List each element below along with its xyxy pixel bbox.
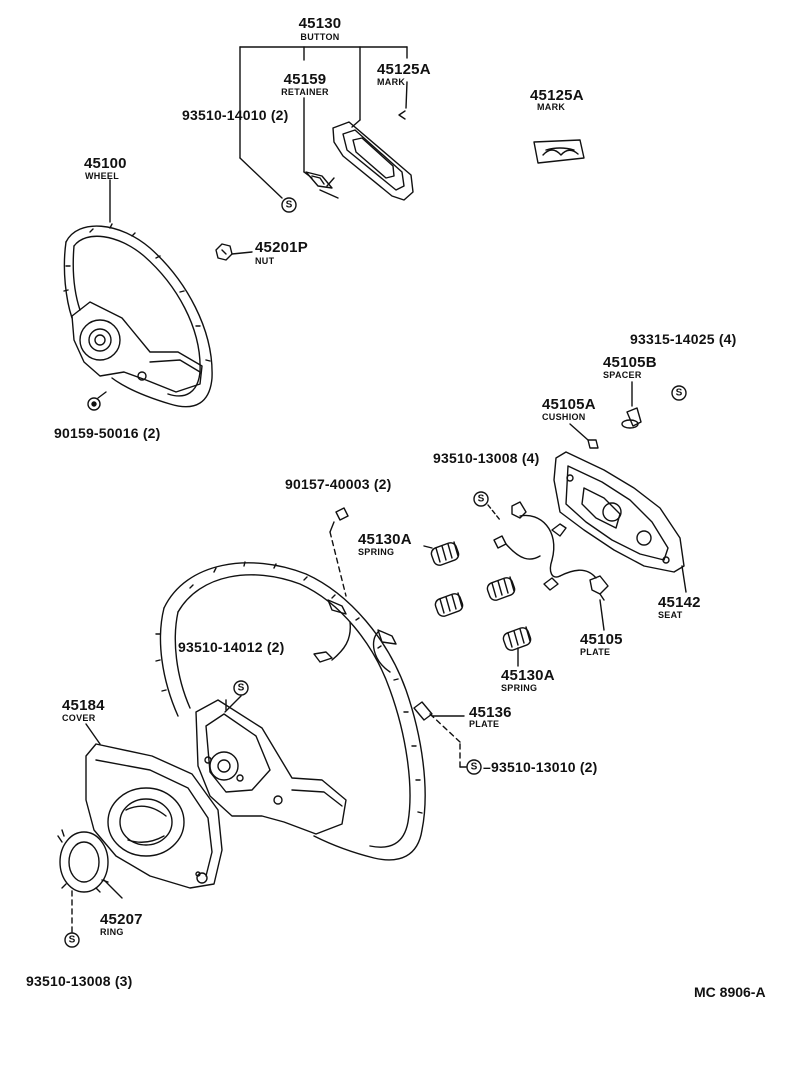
cushion-number-label: 45105A <box>542 396 596 413</box>
mark-a-number-label: 45125A <box>377 61 431 78</box>
ring-number-label: 45207 <box>100 911 143 928</box>
button-leader-lines <box>239 46 408 199</box>
spring-a-name-label: SPRING <box>358 547 395 557</box>
button-number-label: 45130 <box>298 15 342 32</box>
screw-glyph: S <box>286 200 293 211</box>
screw-13008-4-label: 93510-13008 (4) <box>433 450 540 466</box>
plate-45105-number-label: 45105 <box>580 631 623 648</box>
lower-wheel-part <box>155 561 426 861</box>
screw-symbol-14010 <box>281 197 297 213</box>
button-part <box>332 121 414 201</box>
screw-14025-label: 93315-14025 (4) <box>630 331 737 347</box>
screw-symbol-14025 <box>671 385 687 401</box>
spacer-part <box>621 381 642 429</box>
cover-name-label: COVER <box>62 713 96 723</box>
screw-40003-part <box>329 507 349 597</box>
bolt-50016-label: 90159-50016 (2) <box>54 425 161 441</box>
plate-wire-part <box>493 501 609 631</box>
cover-number-label: 45184 <box>62 697 105 714</box>
screw-symbol-14012 <box>224 680 249 713</box>
seat-name-label: SEAT <box>658 610 683 620</box>
ring-name-label: RING <box>100 927 124 937</box>
cushion-part <box>569 423 599 449</box>
seat-number-label: 45142 <box>658 594 701 611</box>
dash-prefix: – <box>483 759 491 775</box>
plate-45136-name-label: PLATE <box>469 719 500 729</box>
spring-b-name-label: SPRING <box>501 683 538 693</box>
spacer-number-label: 45105B <box>603 354 657 371</box>
spring-part-2 <box>434 592 464 617</box>
plate-45136-part <box>413 701 465 721</box>
button-name-label: BUTTON <box>300 32 340 42</box>
label-leaders <box>109 179 227 711</box>
spring-part-1 <box>430 541 460 566</box>
screw-glyph: S <box>478 494 485 505</box>
screw-40003-label: 90157-40003 (2) <box>285 476 392 492</box>
upper-wheel-part <box>63 223 213 408</box>
plate-45105-name-label: PLATE <box>580 647 611 657</box>
screw-13008-3-label: 93510-13008 (3) <box>26 973 133 989</box>
wheel-number-label: 45100 <box>84 155 127 172</box>
spring-a-number-label: 45130A <box>358 531 412 548</box>
nut-part <box>215 243 253 261</box>
mark-a-name-label: MARK <box>377 77 406 87</box>
spring-b-number-label: 45130A <box>501 667 555 684</box>
wheel-name-label: WHEEL <box>85 171 119 181</box>
diagram-reference-code: MC 8906-A <box>694 984 766 1000</box>
plate-45136-number-label: 45136 <box>469 704 512 721</box>
mark-b-name-label: MARK <box>537 102 566 112</box>
nut-number-label: 45201P <box>255 239 308 256</box>
bolt-part <box>87 391 107 411</box>
spring-part-4 <box>502 626 532 667</box>
nut-name-label: NUT <box>255 256 275 266</box>
retainer-number-label: 45159 <box>283 71 327 88</box>
mark-b-number-label: 45125A <box>530 87 584 104</box>
screw-glyph: S <box>69 935 76 946</box>
spacer-name-label: SPACER <box>603 370 642 380</box>
mark-clip-a <box>398 81 408 120</box>
contact-parts <box>313 599 397 673</box>
screw-glyph: S <box>471 762 478 773</box>
seat-part <box>553 451 687 593</box>
screw-symbol-13008-4 <box>473 491 501 521</box>
screw-14012-label: 93510-14012 (2) <box>178 639 285 655</box>
screw-13010-label: –93510-13010 (2) <box>483 760 598 774</box>
screw-13010-number: 93510-13010 (2) <box>491 759 598 775</box>
screw-symbol-13008-3 <box>64 887 80 948</box>
screw-symbol-13010 <box>429 713 482 775</box>
retainer-part <box>305 171 339 199</box>
spring-part-3 <box>486 576 516 601</box>
screw-14010-label: 93510-14010 (2) <box>182 107 289 123</box>
screw-glyph: S <box>676 388 683 399</box>
screw-glyph: S <box>238 683 245 694</box>
retainer-name-label: RETAINER <box>281 87 329 97</box>
cover-part <box>85 723 223 889</box>
cushion-name-label: CUSHION <box>542 412 586 422</box>
mark-emblem-b <box>533 139 585 164</box>
ring-part <box>57 829 123 899</box>
